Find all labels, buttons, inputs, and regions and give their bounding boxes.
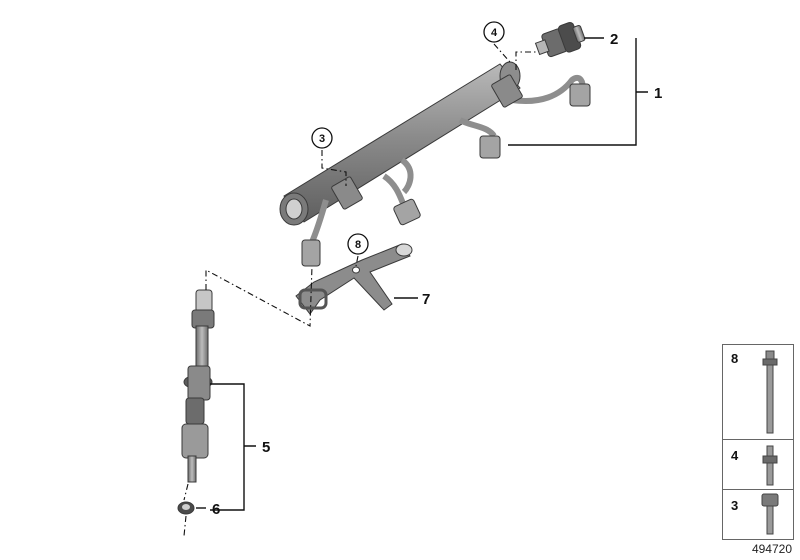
rail-bracket-2 xyxy=(491,74,523,108)
sensor-to-rail-line xyxy=(515,51,536,70)
callout-2: 2 xyxy=(610,31,618,48)
legend-number: 4 xyxy=(731,448,739,463)
leader-1 xyxy=(508,38,648,146)
clamping-bracket xyxy=(295,243,413,315)
fuel-rail xyxy=(279,61,591,267)
document-number: 494720 xyxy=(751,542,792,556)
callout-6: 6 xyxy=(212,501,220,518)
bolt-3-line xyxy=(321,150,347,186)
legend-cell-4: 4 xyxy=(723,440,793,490)
rail-bracket-1 xyxy=(331,176,363,210)
stud-bolt-long-icon xyxy=(762,350,778,434)
bolt-4-line xyxy=(493,43,511,63)
injector-collar xyxy=(185,397,205,425)
legend-number: 3 xyxy=(731,498,739,513)
injector-pipe-1 xyxy=(309,199,329,244)
callout-5: 5 xyxy=(262,439,270,456)
legend-number: 8 xyxy=(731,351,739,366)
injector-clamp xyxy=(187,365,211,401)
injector-pipe-4 xyxy=(458,117,497,138)
circled-callout-3: 3 xyxy=(311,127,333,149)
injector-pipe-2 xyxy=(382,173,407,208)
nozzle-line xyxy=(183,483,189,537)
bolt-8-line xyxy=(355,255,359,267)
pressure-sensor xyxy=(534,21,586,58)
injector-lower-body xyxy=(181,423,209,459)
stud-bolt-short-icon xyxy=(762,445,778,486)
pipe-nut-4 xyxy=(569,83,591,107)
injector-seal-ring xyxy=(177,501,195,515)
fuel-injector xyxy=(181,289,215,483)
svg-text:8: 8 xyxy=(355,239,361,251)
svg-text:3: 3 xyxy=(319,133,325,145)
rail-end-bore xyxy=(285,198,303,220)
callout-1: 1 xyxy=(654,85,662,102)
circled-callout-4: 4 xyxy=(483,21,505,43)
pipe-nut-2 xyxy=(393,198,421,226)
high-pressure-line xyxy=(511,74,586,104)
injector-body-upper xyxy=(195,325,209,367)
legend-cell-8: 8 xyxy=(723,345,793,440)
svg-text:4: 4 xyxy=(491,27,498,39)
injector-to-rail-line xyxy=(205,265,313,327)
callout-7: 7 xyxy=(422,291,430,308)
pipe-nut-1 xyxy=(301,239,321,267)
injector-nozzle xyxy=(187,455,197,483)
hex-bolt-icon xyxy=(761,493,779,535)
injector-nut xyxy=(191,309,215,329)
injector-pipe-3 xyxy=(400,157,414,195)
small-parts-legend: 8 4 3 xyxy=(722,344,794,540)
legend-cell-3: 3 xyxy=(723,490,793,538)
injector-top xyxy=(195,289,213,313)
pipe-nut-3 xyxy=(479,135,501,159)
leader-5 xyxy=(210,383,256,511)
circled-callout-8: 8 xyxy=(347,233,369,255)
